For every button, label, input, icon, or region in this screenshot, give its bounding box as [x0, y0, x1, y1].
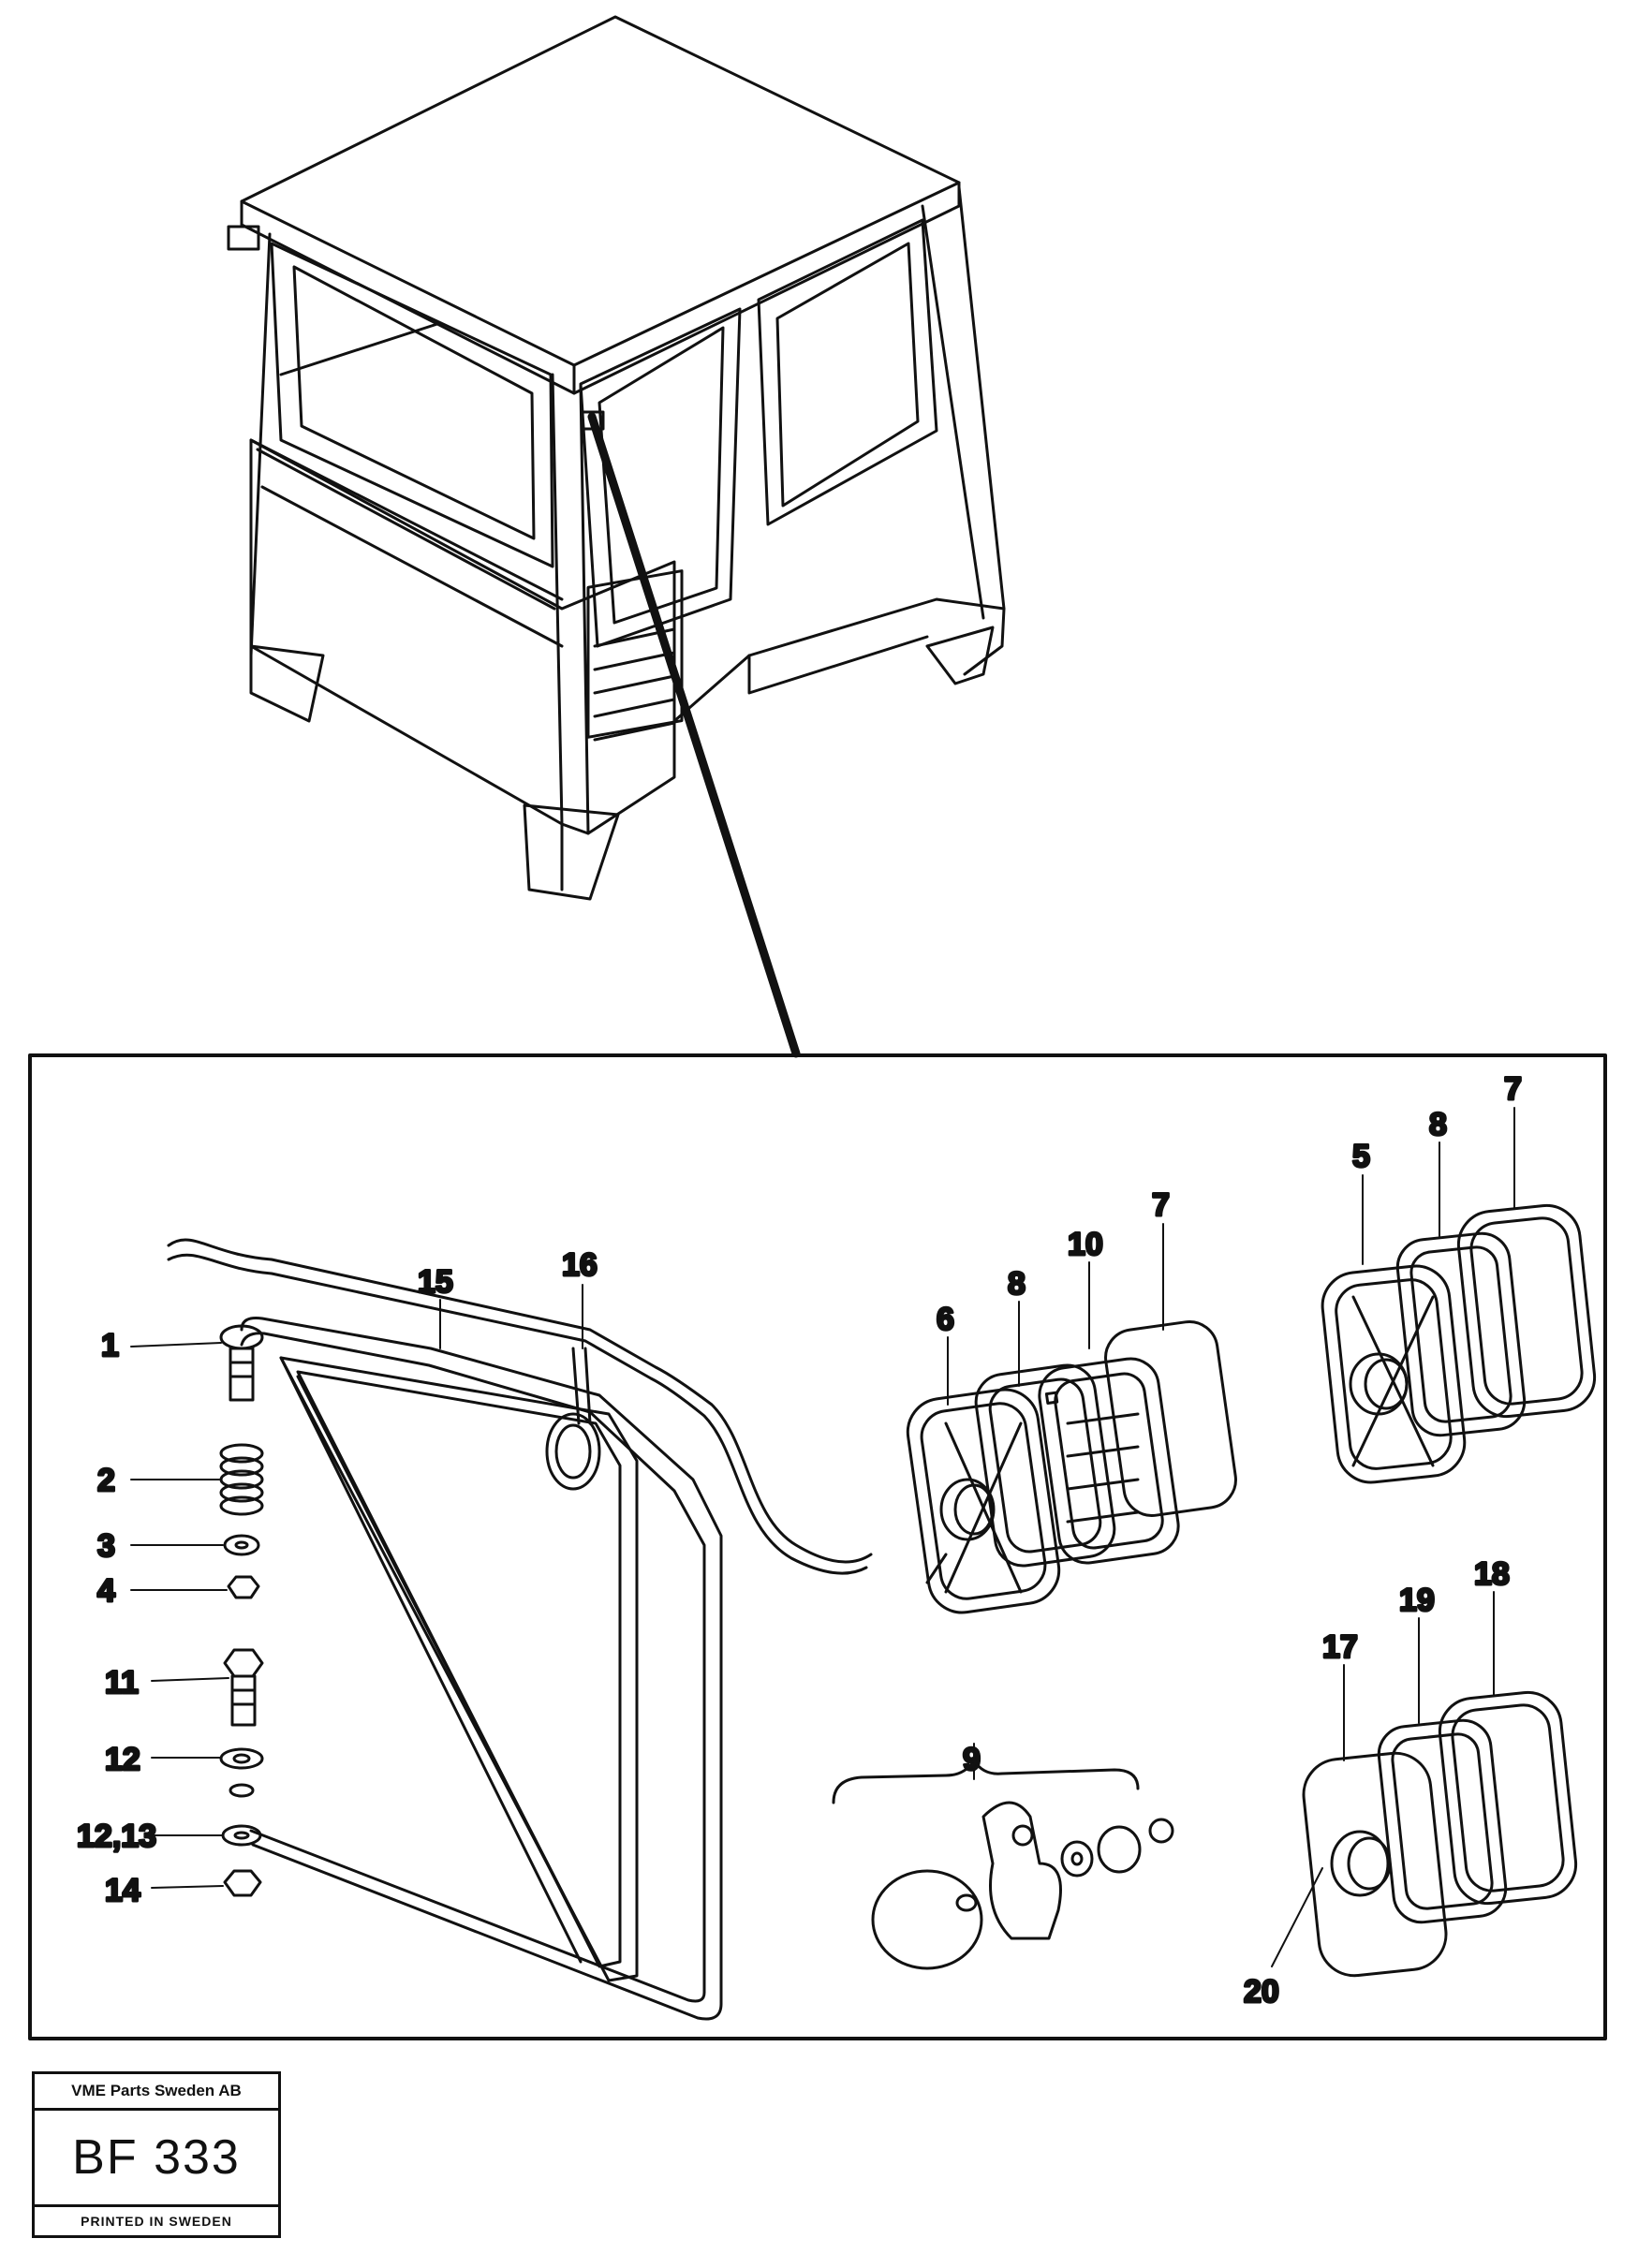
callout-7a: 7 [1152, 1187, 1170, 1223]
mirror-set-b [1321, 1203, 1597, 1484]
mirror-bracket-9 [832, 1759, 1174, 1970]
callout-12-13: 12,13 [77, 1819, 156, 1854]
callout-9: 9 [963, 1742, 981, 1777]
callout-16: 16 [562, 1247, 598, 1283]
callout-10: 10 [1068, 1227, 1103, 1262]
callout-14: 14 [105, 1873, 140, 1908]
callout-19: 19 [1399, 1583, 1435, 1618]
callout-20: 20 [1244, 1974, 1279, 2010]
callout-2: 2 [97, 1463, 115, 1498]
mirror-set-c [1302, 1690, 1578, 1978]
parts-stamp: VME Parts Sweden AB BF 333 PRINTED IN SW… [32, 2071, 281, 2238]
detail-frame [28, 1053, 1607, 2040]
callout-15: 15 [418, 1264, 453, 1300]
callout-8a: 8 [1008, 1266, 1026, 1302]
stamp-code: BF 333 [72, 2130, 241, 2185]
callout-18: 18 [1474, 1556, 1510, 1592]
callout-8b: 8 [1429, 1107, 1447, 1142]
callout-17: 17 [1322, 1629, 1358, 1665]
stamp-footer: PRINTED IN SWEDEN [35, 2204, 278, 2235]
cab-illustration [227, 15, 1006, 901]
callout-1: 1 [101, 1328, 119, 1363]
detail-leader-line [587, 412, 801, 1058]
callout-3: 3 [97, 1528, 115, 1564]
callout-11: 11 [105, 1665, 139, 1701]
callout-4: 4 [97, 1573, 115, 1609]
callout-7b: 7 [1504, 1071, 1522, 1107]
callout-5: 5 [1352, 1139, 1370, 1174]
mirror-set-a [906, 1320, 1237, 1614]
callout-12: 12 [105, 1742, 140, 1777]
stamp-company: VME Parts Sweden AB [35, 2074, 278, 2111]
callout-6: 6 [937, 1302, 954, 1337]
mirror-arm-assembly [167, 1238, 873, 2021]
callout-leaders [130, 1107, 1515, 1967]
